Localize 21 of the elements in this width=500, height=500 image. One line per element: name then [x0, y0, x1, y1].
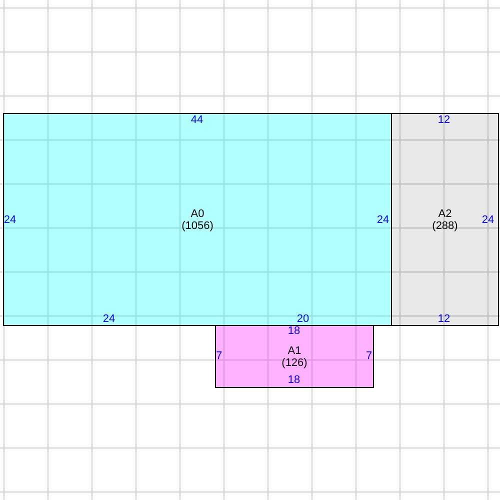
area-value: (126)	[282, 356, 308, 368]
dimension-label: 18	[288, 325, 300, 337]
dimension-label: 24	[376, 214, 390, 226]
dimension-label: 24	[4, 214, 16, 226]
area-name: A2	[438, 208, 452, 220]
area-rect	[392, 113, 499, 326]
dimension-label: 7	[366, 350, 372, 362]
dimension-label: 18	[288, 374, 300, 386]
area-rect	[3, 113, 392, 326]
dimension-label: 12	[438, 114, 450, 126]
dimension-label: 20	[296, 313, 310, 325]
area-name: A1	[288, 344, 302, 356]
dimension-label: 7	[216, 350, 222, 362]
dimension-label: 12	[438, 313, 450, 325]
dimension-label: 24	[482, 214, 494, 226]
area-value: (1056)	[182, 220, 214, 232]
area-value: (288)	[432, 220, 458, 232]
dimension-label: 24	[102, 313, 116, 325]
area-rect	[215, 326, 374, 388]
area-name: A0	[190, 208, 204, 220]
dimension-label: 44	[190, 114, 204, 126]
